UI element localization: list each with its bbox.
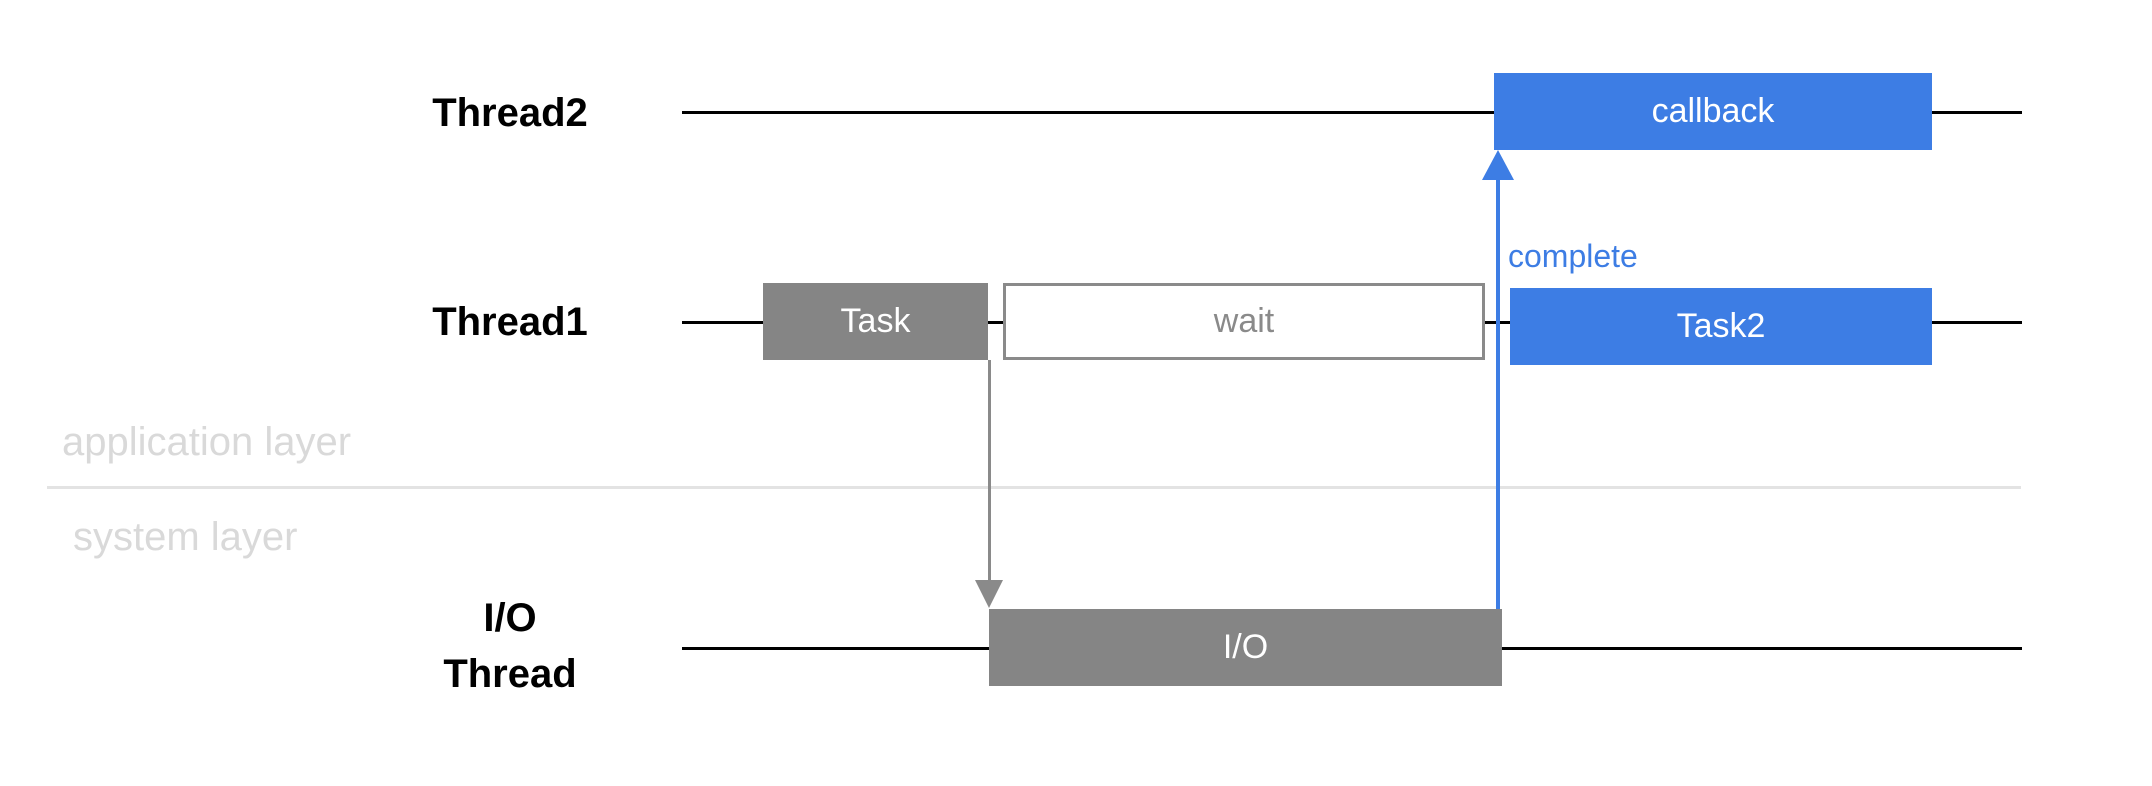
io-thread-label-line1: I/O bbox=[483, 596, 537, 640]
complete-arrow-line bbox=[1496, 176, 1500, 609]
thread2-label: Thread2 bbox=[432, 91, 588, 135]
io-thread-label: I/O Thread bbox=[320, 590, 700, 702]
application-layer-label: application layer bbox=[62, 420, 352, 464]
task-box: Task bbox=[763, 283, 988, 360]
up-arrow-icon bbox=[1482, 150, 1514, 180]
wait-box: wait bbox=[1003, 283, 1485, 360]
layer-divider bbox=[47, 486, 2021, 489]
system-layer-label: system layer bbox=[73, 515, 298, 559]
thread2-lifeline bbox=[682, 111, 2022, 114]
io-box: I/O bbox=[989, 609, 1502, 686]
dispatch-arrow-line bbox=[988, 360, 991, 582]
down-arrow-icon bbox=[975, 580, 1003, 608]
task2-box: Task2 bbox=[1510, 288, 1932, 365]
complete-arrow-label: complete bbox=[1508, 238, 1638, 274]
thread1-label: Thread1 bbox=[432, 300, 588, 344]
callback-box: callback bbox=[1494, 73, 1932, 150]
io-thread-label-line2: Thread bbox=[443, 652, 577, 696]
